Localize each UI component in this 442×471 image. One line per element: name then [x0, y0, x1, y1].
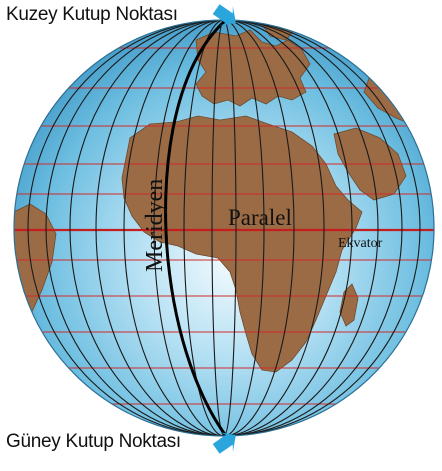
parallel-label: Paralel [228, 205, 292, 230]
equator-label: Ekvator [338, 236, 383, 251]
north-pole-label: Kuzey Kutup Noktası [6, 4, 178, 26]
south-pole-label: Güney Kutup Noktası [6, 431, 181, 453]
meridian-label: Meridyen [142, 179, 168, 272]
